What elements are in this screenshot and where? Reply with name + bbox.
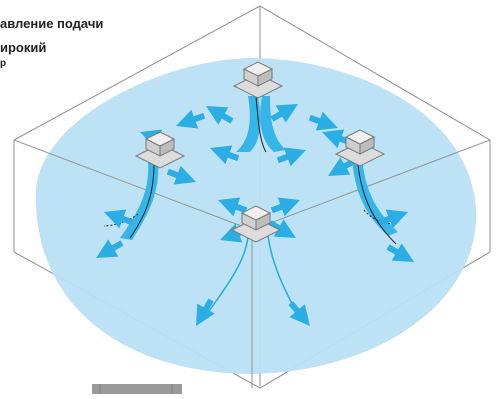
top-arrow-left [176,109,206,129]
center-arrow-up-right [270,197,300,217]
left-arrow-right [166,165,196,185]
center-arrow-down-left [196,298,215,326]
left-unit [134,131,186,169]
top-unit [232,61,284,99]
right-arrow-down [386,243,414,262]
top-arrow-down-right [276,147,306,167]
top-arrow-right [308,111,338,131]
center-arrow-down-right [288,301,310,326]
left-unit-streams [103,160,159,240]
top-arrow-left-up [206,106,234,125]
floor-grid [13,139,491,388]
top-arrow-right-up [270,104,298,123]
heading-line-3: р [0,58,7,69]
right-arrow-curl [378,209,408,229]
top-unit-streams [236,95,286,153]
right-unit [334,129,386,167]
heading-line-1: авление подачи [0,16,104,31]
center-arrow-up-left [218,197,248,217]
top-arrow-down-left [210,145,240,165]
left-arrow-curl [104,209,134,229]
heading-line-2: ирокий [0,40,47,55]
ceiling-units [134,61,386,243]
left-arrow-down [96,239,124,258]
airflow-arrows [96,104,414,326]
legend-bar [92,384,182,394]
center-unit [230,205,282,243]
